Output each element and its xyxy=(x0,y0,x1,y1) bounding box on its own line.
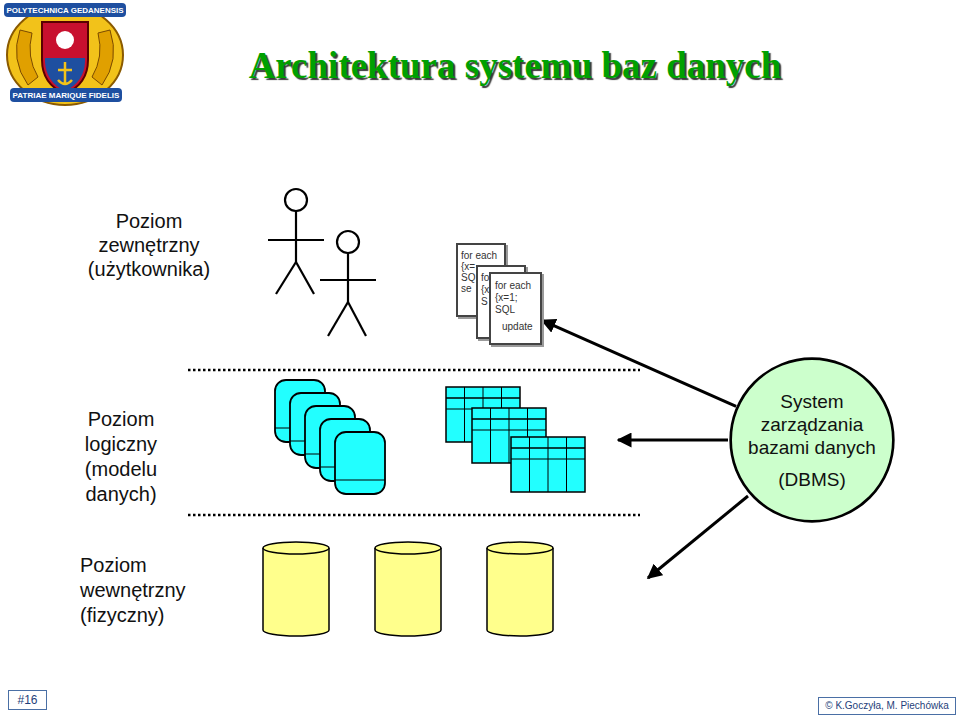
program-document: for each{x=1;SQL update xyxy=(489,272,542,345)
code-line: {x= xyxy=(461,261,475,272)
logo-text: POLYTECHNICA GEDANENSIS xyxy=(4,4,126,17)
slide-title: Architektura systemu baz danych xyxy=(130,44,900,87)
node-text: #16 xyxy=(17,692,38,708)
code-line: for each xyxy=(461,250,497,261)
code-line: for each xyxy=(495,280,531,291)
node-text: © K.Goczyła, M. Piechówka xyxy=(825,699,949,713)
level-separator xyxy=(188,369,640,372)
node-text: (DBMS) xyxy=(778,468,846,491)
node-text: System zarządzania bazami danych xyxy=(742,390,882,459)
data-tables xyxy=(446,387,585,492)
dbms-circle: System zarządzania bazami danych (DBMS) xyxy=(729,357,895,523)
dbms-arrow xyxy=(542,320,736,406)
level-separator xyxy=(188,514,640,517)
logo xyxy=(4,3,126,105)
slide-number: #16 xyxy=(8,690,47,710)
code-line: SQL xyxy=(495,304,515,315)
level-label: Poziom zewnętrzny (użytkownika) xyxy=(70,209,228,281)
storage-cylinders xyxy=(263,542,553,636)
record-cards xyxy=(275,380,385,494)
dbms-arrow xyxy=(648,496,748,578)
level-label: Poziom wewnętrzny (fizyczny) xyxy=(80,553,220,628)
copyright-box: © K.Goczyła, M. Piechówka xyxy=(818,697,956,715)
code-line: S xyxy=(481,296,488,307)
code-line: update xyxy=(502,321,533,332)
logo-text: PATRIAE MARIQUE FIDELIS xyxy=(10,89,122,102)
code-line: {x=1; xyxy=(495,292,518,303)
user-figures xyxy=(268,189,376,336)
dbms-arrow xyxy=(618,439,728,442)
code-line: SQ xyxy=(461,272,475,283)
code-line: se xyxy=(461,283,472,294)
level-label: Poziom logiczny (modelu danych) xyxy=(62,407,180,507)
